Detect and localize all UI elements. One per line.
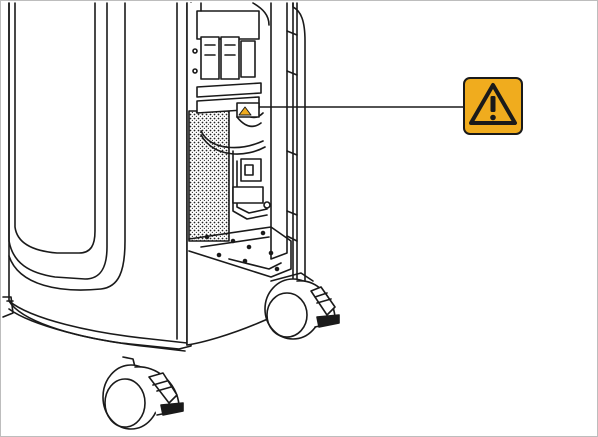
labeled-connector [232,102,271,209]
compartment-floor [188,226,292,278]
connector-block [192,2,270,114]
caster-wheel-right [264,272,340,340]
vent-grille [189,111,229,241]
caster-wheel-left [102,356,184,430]
warning-triangle-icon [463,77,523,135]
device-housing [8,2,192,352]
caster-wheel-front-left [2,296,14,318]
